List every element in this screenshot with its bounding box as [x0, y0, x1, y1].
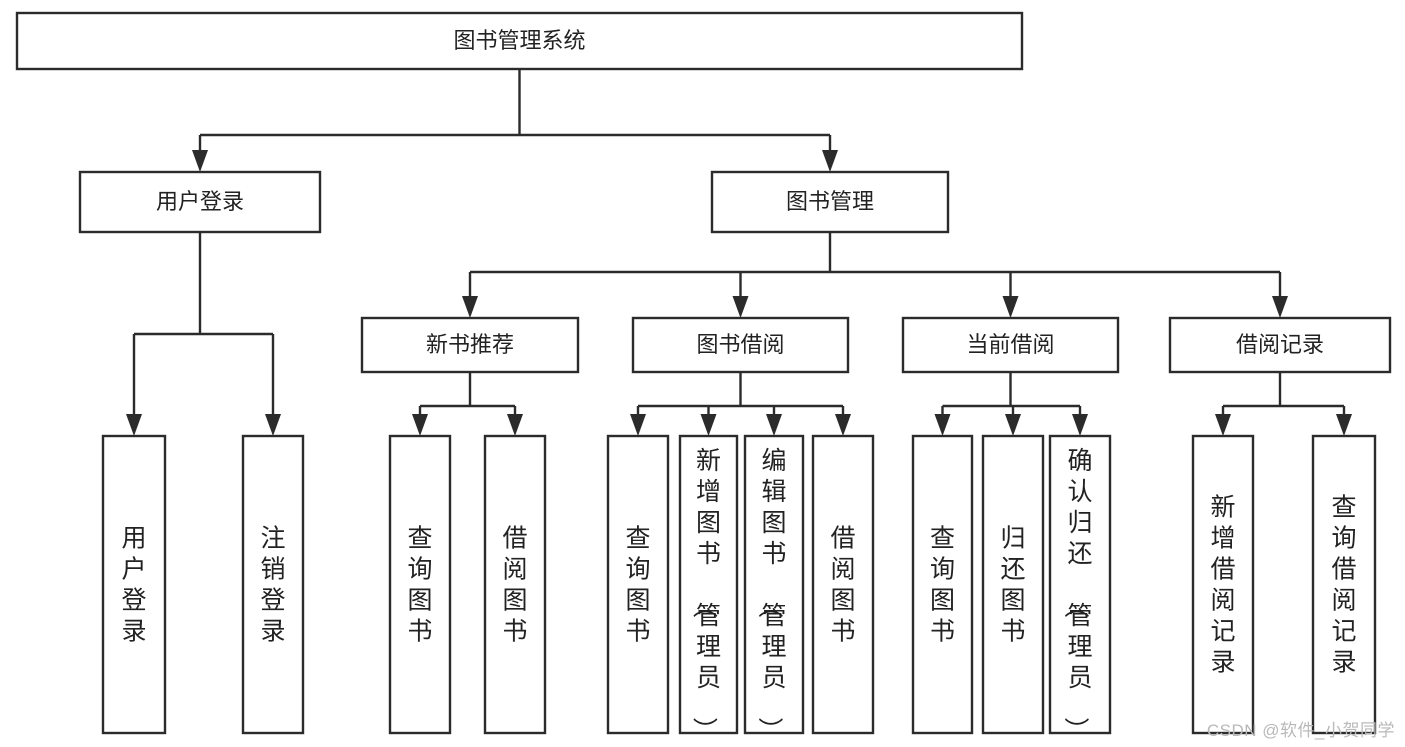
node-label-vertical: 用户登录	[121, 525, 146, 646]
connector-layer	[126, 69, 1352, 436]
node-box	[606, 434, 670, 735]
node-label: 图书管理系统	[453, 28, 585, 53]
node-borrow-record[interactable]: 借阅记录	[1168, 316, 1392, 374]
node-box	[360, 316, 580, 374]
node-leaf-borrow-book-a[interactable]: 借阅图书	[483, 434, 547, 735]
node-box	[678, 434, 739, 735]
node-box	[1191, 434, 1255, 735]
node-box	[78, 170, 322, 234]
node-leaf-user-login[interactable]: 用户登录	[101, 434, 167, 735]
node-box	[483, 434, 547, 735]
edge-group-book_borrow	[630, 372, 851, 436]
node-leaf-logout[interactable]: 注销登录	[241, 434, 305, 735]
edge-group-book_mgmt	[462, 232, 1288, 318]
node-label-vertical: 查询借阅记录	[1331, 494, 1356, 677]
node-box	[1048, 434, 1112, 735]
node-leaf-add-record[interactable]: 新增借阅记录	[1191, 434, 1255, 735]
node-leaf-add-book[interactable]: 新增图书（管理员）	[678, 434, 739, 742]
node-label: 图书管理	[786, 189, 874, 214]
node-box	[710, 170, 950, 234]
edge-group-root	[192, 69, 838, 172]
node-label: 当前借阅	[966, 332, 1054, 357]
node-label-vertical: 查询图书	[930, 525, 955, 646]
node-leaf-query-record[interactable]: 查询借阅记录	[1311, 434, 1377, 735]
node-root[interactable]: 图书管理系统	[15, 11, 1024, 71]
node-box	[981, 434, 1045, 735]
node-leaf-edit-book[interactable]: 编辑图书（管理员）	[743, 434, 805, 742]
node-book-borrow[interactable]: 图书借阅	[631, 316, 850, 374]
node-label-vertical: 确认归还（管理员）	[1061, 447, 1092, 742]
node-label: 新书推荐	[426, 332, 514, 357]
node-box	[15, 11, 1024, 71]
node-current-borrow[interactable]: 当前借阅	[901, 316, 1120, 374]
edge-group-new_book_rec	[412, 372, 523, 436]
node-box	[743, 434, 805, 735]
node-new-book-rec[interactable]: 新书推荐	[360, 316, 580, 374]
node-label-vertical: 借阅图书	[830, 525, 855, 646]
node-label-vertical: 查询图书	[407, 525, 432, 646]
node-label-vertical: 查询图书	[625, 525, 650, 646]
node-leaf-confirm-return[interactable]: 确认归还（管理员）	[1048, 434, 1112, 742]
node-layer: 图书管理系统用户登录图书管理新书推荐图书借阅当前借阅借阅记录用户登录注销登录查询…	[15, 11, 1392, 742]
edge-group-borrow_record	[1215, 372, 1352, 436]
node-box	[631, 316, 850, 374]
node-book-mgmt[interactable]: 图书管理	[710, 170, 950, 234]
node-leaf-query-book-a[interactable]: 查询图书	[388, 434, 452, 735]
edge-group-user_login	[126, 232, 281, 436]
node-leaf-query-book-b[interactable]: 查询图书	[606, 434, 670, 735]
node-label-vertical: 归还图书	[1000, 525, 1025, 646]
node-box	[388, 434, 452, 735]
node-label-vertical: 编辑图书（管理员）	[755, 447, 786, 742]
node-label: 图书借阅	[696, 332, 784, 357]
node-leaf-query-book-c[interactable]: 查询图书	[911, 434, 974, 735]
node-box	[1168, 316, 1392, 374]
node-label: 用户登录	[156, 189, 244, 214]
node-leaf-return-book[interactable]: 归还图书	[981, 434, 1045, 735]
node-box	[811, 434, 875, 735]
edge-group-current_borrow	[934, 372, 1088, 436]
node-label-vertical: 借阅图书	[502, 525, 527, 646]
node-label-vertical: 新增借阅记录	[1210, 494, 1235, 677]
node-label: 借阅记录	[1236, 332, 1324, 357]
node-label-vertical: 注销登录	[260, 525, 285, 646]
node-leaf-borrow-book-b[interactable]: 借阅图书	[811, 434, 875, 735]
node-user-login[interactable]: 用户登录	[78, 170, 322, 234]
node-box	[901, 316, 1120, 374]
node-box	[1311, 434, 1377, 735]
node-box	[911, 434, 974, 735]
node-box	[101, 434, 167, 735]
node-label-vertical: 新增图书（管理员）	[690, 447, 721, 742]
node-box	[241, 434, 305, 735]
